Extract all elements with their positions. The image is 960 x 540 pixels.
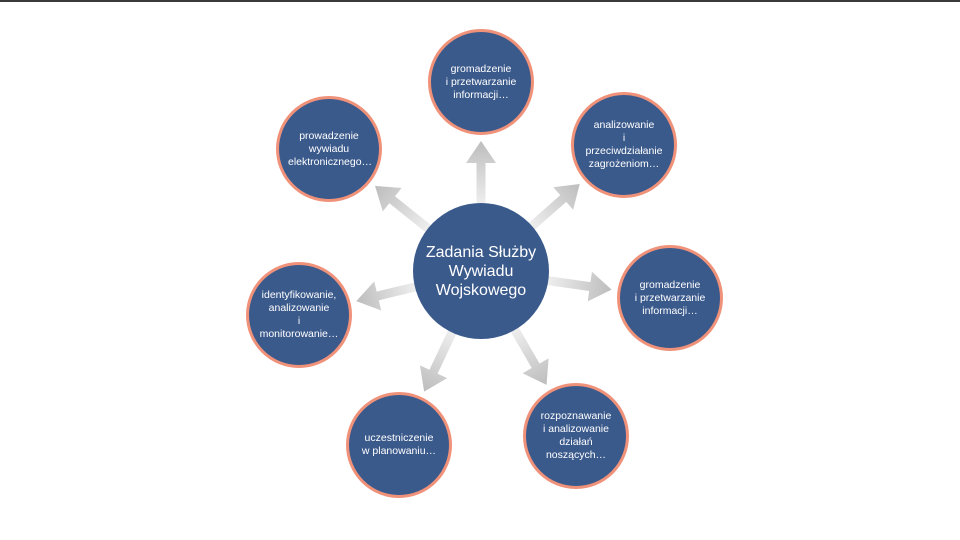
node-label: identyfikowanie, analizowanie i monitoro… (259, 289, 339, 340)
arrow-0 (466, 141, 496, 209)
arrow-1 (524, 184, 580, 234)
node-label: prowadzenie wywiadu elektronicznego… (288, 129, 373, 168)
node-rozpoznawanie: rozpoznawanie i analizowanie działań nos… (523, 383, 629, 489)
node-analizowanie: analizowanie i przeciwdziałanie zagrożen… (571, 92, 677, 198)
node-label: gromadzenie i przetwarzanie informacji… (634, 278, 706, 317)
node-gromadzenie-right: gromadzenie i przetwarzanie informacji… (617, 245, 723, 351)
arrow-5 (356, 281, 422, 311)
center-label: Zadania Służby Wywiadu Wojskowego (425, 243, 537, 299)
node-prowadzenie: prowadzenie wywiadu elektronicznego… (276, 96, 382, 202)
node-label: gromadzenie i przetwarzanie informacji… (445, 62, 517, 101)
node-gromadzenie-top: gromadzenie i przetwarzanie informacji… (428, 29, 534, 135)
center-node: Zadania Służby Wywiadu Wojskowego (413, 203, 549, 339)
node-label: rozpoznawanie i analizowanie działań nos… (540, 410, 612, 461)
arrow-2 (541, 271, 612, 302)
node-identyfikowanie: identyfikowanie, analizowanie i monitoro… (246, 262, 352, 368)
arrow-3 (508, 322, 549, 385)
top-border (0, 0, 960, 2)
arrow-6 (375, 185, 436, 236)
node-label: analizowanie i przeciwdziałanie zagrożen… (585, 119, 663, 170)
arrow-4 (419, 325, 459, 392)
node-uczestniczenie: uczestniczenie w planowaniu… (346, 392, 452, 498)
node-label: uczestniczenie w planowaniu… (361, 432, 437, 457)
